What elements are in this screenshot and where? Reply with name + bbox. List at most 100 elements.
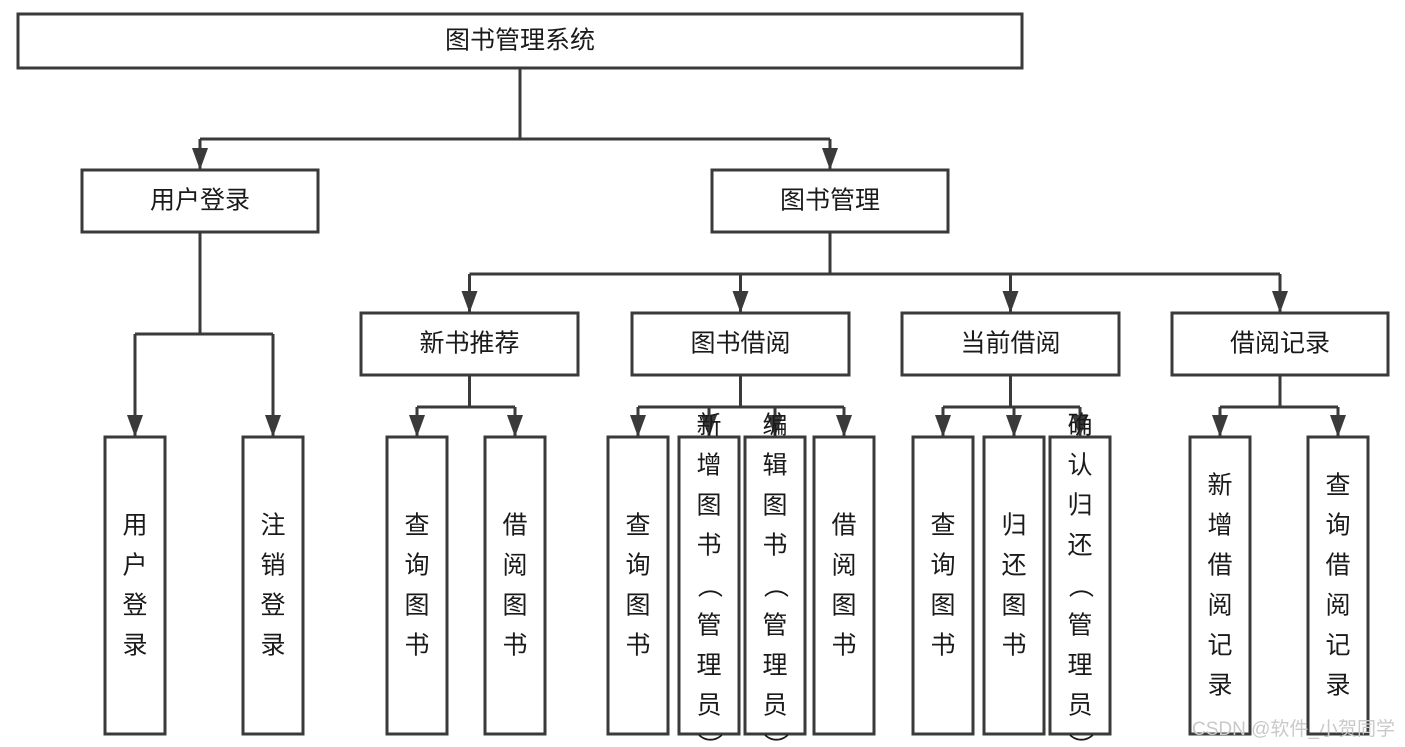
node-box-leaf-query-book-borrow [606, 435, 670, 736]
node-box-borrow-record [1170, 311, 1390, 377]
node-label-new-book-recommend: 新书推荐 [419, 330, 519, 358]
node-label-char: 询 [404, 552, 429, 580]
arrow-head-icon [192, 148, 208, 170]
node-label-char: （ [695, 573, 723, 598]
node-label-char: 还 [1001, 552, 1026, 580]
node-label-char: 理 [1067, 652, 1092, 680]
node-label-char: 新 [1207, 472, 1232, 500]
node-label-char: 员 [696, 692, 721, 720]
arrow-head-icon [701, 415, 717, 437]
node-label-char: 书 [762, 532, 787, 560]
node-box-root [16, 12, 1024, 70]
arrow-head-icon [127, 415, 143, 437]
node-box-book-manage [710, 168, 950, 234]
node-box-leaf-return-book [982, 435, 1046, 736]
node-label-current-borrow: 当前借阅 [960, 330, 1060, 358]
node-box-leaf-add-borrow-record [1188, 435, 1252, 736]
node-label-char: 记 [1207, 632, 1232, 660]
node-box-leaf-borrow-book [812, 435, 876, 736]
node-leaf-user-login[interactable]: 用户登录 [103, 435, 167, 736]
node-label-char: 录 [1207, 672, 1232, 700]
arrow-head-icon [507, 415, 523, 437]
node-label-char: 归 [1001, 512, 1026, 540]
node-label-char: 确 [1067, 412, 1092, 440]
node-box-current-borrow [900, 311, 1121, 377]
arrow-head-icon [630, 415, 646, 437]
node-box-leaf-query-book-rec [385, 435, 449, 736]
arrow-head-icon [732, 291, 749, 313]
node-label-char: 图 [625, 592, 650, 620]
arrow-head-icon [409, 415, 425, 437]
node-label-char: 销 [260, 552, 285, 580]
node-label-char: 员 [762, 692, 787, 720]
node-label-char: 阅 [502, 552, 527, 580]
arrow-head-icon [767, 415, 783, 437]
node-label-char: 还 [1067, 532, 1092, 560]
node-box-leaf-add-book-admin [677, 435, 741, 736]
node-label-char: 登 [122, 592, 147, 620]
node-label-char: ） [1066, 733, 1094, 747]
arrow-head-icon [836, 415, 852, 437]
node-label-book-borrow: 图书借阅 [690, 330, 790, 358]
node-box-leaf-confirm-return-admin [1048, 435, 1112, 736]
node-label-char: 图 [762, 492, 787, 520]
node-label-char: 书 [930, 632, 955, 660]
node-label-char: 管 [762, 612, 787, 640]
node-label-char: 增 [696, 452, 721, 480]
node-label-char: 用 [122, 512, 147, 540]
node-root[interactable]: 图书管理系统 [16, 12, 1024, 70]
node-label-char: 记 [1325, 632, 1350, 660]
node-label-char: 登 [260, 592, 285, 620]
node-box-user-login [80, 168, 320, 234]
node-label-char: 借 [831, 512, 856, 540]
arrow-head-icon [1272, 291, 1288, 313]
arrow-head-icon [1212, 415, 1228, 437]
node-box-leaf-edit-book-admin [743, 435, 807, 736]
node-book-manage[interactable]: 图书管理 [710, 168, 950, 234]
node-label-char: 阅 [831, 552, 856, 580]
node-borrow-record[interactable]: 借阅记录 [1170, 311, 1390, 377]
node-label-char: 询 [930, 552, 955, 580]
arrow-head-icon [1330, 415, 1346, 437]
connector-layer [127, 68, 1346, 437]
node-book-borrow[interactable]: 图书借阅 [630, 311, 851, 377]
node-layer: 图书管理系统用户登录图书管理新书推荐图书借阅当前借阅借阅记录用户登录注销登录查询… [16, 12, 1390, 747]
node-new-book-recommend[interactable]: 新书推荐 [359, 311, 580, 377]
node-label-char: 图 [930, 592, 955, 620]
node-label-char: 图 [831, 592, 856, 620]
node-label-char: 注 [260, 512, 285, 540]
node-label-char: 询 [625, 552, 650, 580]
node-box-leaf-user-login [103, 435, 167, 736]
arrow-head-icon [265, 415, 281, 437]
node-label-char: 书 [625, 632, 650, 660]
edge-group-current-borrow [935, 375, 1088, 437]
arrow-head-icon [1072, 415, 1088, 437]
node-label-char: 归 [1067, 492, 1092, 520]
arrow-head-icon [1002, 291, 1019, 313]
edge-group-book-borrow [630, 375, 852, 437]
arrow-head-icon [1006, 415, 1022, 437]
node-label-char: 图 [696, 492, 721, 520]
node-label-char: 理 [762, 652, 787, 680]
node-label-char: （ [761, 573, 789, 598]
node-user-login[interactable]: 用户登录 [80, 168, 320, 234]
node-label-char: 图 [502, 592, 527, 620]
node-label-char: 询 [1325, 512, 1350, 540]
node-label-char: 编 [762, 412, 787, 440]
node-box-leaf-logout [241, 435, 305, 736]
node-current-borrow[interactable]: 当前借阅 [900, 311, 1121, 377]
